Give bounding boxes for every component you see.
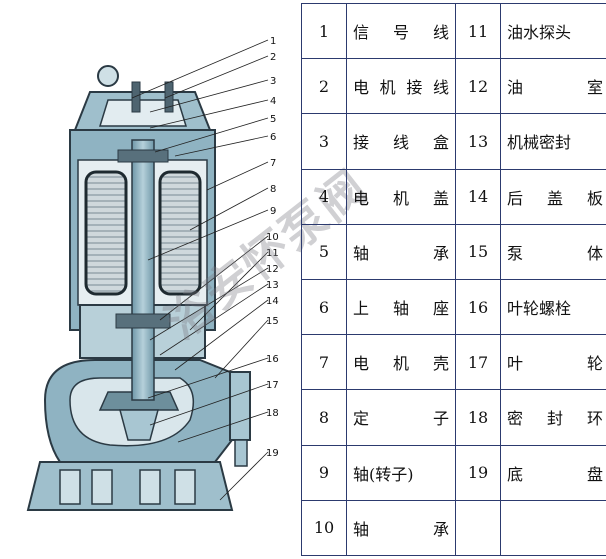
parts-legend-table: 1 信号线 11 油水探头 2 电机接线 12 油室 3 接线盒 13 机械密封… xyxy=(301,2,606,557)
part-name: 油室 xyxy=(500,58,606,115)
part-name: 电机盖 xyxy=(346,168,456,225)
motor-cover xyxy=(73,65,212,131)
table-row: 5 轴承 15 泵体 xyxy=(301,223,606,280)
part-name: 密封环 xyxy=(500,389,606,446)
part-name: 信号线 xyxy=(346,2,456,60)
part-name: 上轴座 xyxy=(346,278,456,336)
impeller xyxy=(98,391,180,441)
table-row: 10 轴承 xyxy=(301,499,606,557)
part-name: 接线盒 xyxy=(346,113,456,170)
diagram-labels: 1 2 3 4 5 6 7 8 9 10 11 12 13 14 15 16 1… xyxy=(266,36,279,459)
part-number: 12 xyxy=(455,58,501,115)
part-number: 13 xyxy=(455,113,501,170)
part-number xyxy=(455,499,501,557)
table-row: 8 定子 18 密封环 xyxy=(301,389,606,446)
base-plate xyxy=(26,461,234,511)
part-name: 底盘 xyxy=(500,444,606,501)
part-number: 7 xyxy=(301,334,347,391)
part-name: 泵体 xyxy=(500,223,606,280)
part-number: 6 xyxy=(301,278,347,336)
part-name: 后盖板 xyxy=(500,168,606,225)
part-name: 电机接线 xyxy=(346,58,456,115)
leader-lines xyxy=(131,39,269,501)
diagram-label: 16 xyxy=(266,354,279,365)
part-number: 8 xyxy=(301,389,347,446)
part-number: 4 xyxy=(301,168,347,225)
diagram-label: 8 xyxy=(270,184,276,195)
diagram-label: 10 xyxy=(266,232,279,243)
part-number: 9 xyxy=(301,444,347,501)
diagram-label: 9 xyxy=(270,206,276,217)
diagram-label: 14 xyxy=(266,296,279,307)
part-name: 机械密封 xyxy=(500,113,606,170)
diagram-label: 11 xyxy=(266,248,279,259)
table-row: 3 接线盒 13 机械密封 xyxy=(301,113,606,170)
diagram-label: 6 xyxy=(270,132,276,143)
part-number: 10 xyxy=(301,499,347,557)
diagram-label: 12 xyxy=(266,264,279,275)
part-name: 油水探头 xyxy=(500,2,606,60)
part-name: 定子 xyxy=(346,389,456,446)
part-number: 3 xyxy=(301,113,347,170)
part-name xyxy=(500,499,606,557)
table-row: 7 电机壳 17 叶轮 xyxy=(301,334,606,391)
table-row: 2 电机接线 12 油室 xyxy=(301,58,606,115)
table-row: 9 轴(转子) 19 底盘 xyxy=(301,444,606,501)
part-number: 16 xyxy=(455,278,501,336)
shaft xyxy=(115,139,171,401)
diagram-label: 17 xyxy=(266,380,279,391)
pump-cross-section-diagram: 1 2 3 4 5 6 7 8 9 10 11 12 13 14 15 16 1… xyxy=(26,36,279,511)
diagram-label: 18 xyxy=(266,408,279,419)
part-name: 轴承 xyxy=(346,223,456,280)
diagram-label: 1 xyxy=(270,36,276,47)
part-number: 2 xyxy=(301,58,347,115)
part-name: 电机壳 xyxy=(346,334,456,391)
part-number: 15 xyxy=(455,223,501,280)
table-row: 1 信号线 11 油水探头 xyxy=(301,2,606,60)
diagram-label: 15 xyxy=(266,316,279,327)
part-number: 14 xyxy=(455,168,501,225)
part-number: 1 xyxy=(301,2,347,60)
part-name: 叶轮 xyxy=(500,334,606,391)
part-number: 11 xyxy=(455,2,501,60)
diagram-label: 4 xyxy=(270,96,276,107)
part-name: 叶轮螺栓 xyxy=(500,278,606,336)
diagram-label: 3 xyxy=(270,76,276,87)
part-number: 18 xyxy=(455,389,501,446)
part-number: 19 xyxy=(455,444,501,501)
table-row: 6 上轴座 16 叶轮螺栓 xyxy=(301,278,606,336)
diagram-label: 5 xyxy=(270,114,276,125)
diagram-label: 2 xyxy=(270,52,276,63)
diagram-label: 13 xyxy=(266,280,279,291)
part-name: 轴承 xyxy=(346,499,456,557)
part-number: 5 xyxy=(301,223,347,280)
diagram-label: 19 xyxy=(266,448,279,459)
diagram-label: 7 xyxy=(270,158,276,169)
part-number: 17 xyxy=(455,334,501,391)
part-name: 轴(转子) xyxy=(346,444,456,501)
table-row: 4 电机盖 14 后盖板 xyxy=(301,168,606,225)
